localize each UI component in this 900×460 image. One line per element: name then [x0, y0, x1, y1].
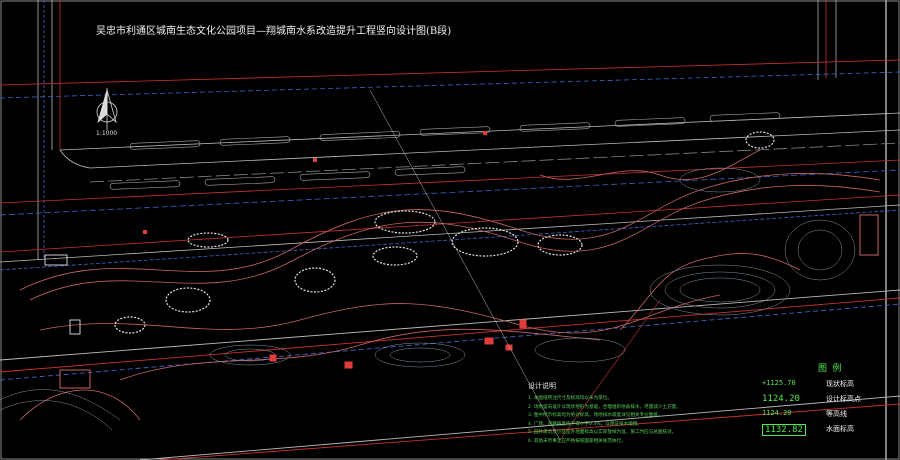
- north-arrow-icon: [96, 88, 118, 130]
- note-line: 6. 其他未尽事宜应严格按照国家相关规范执行。: [528, 438, 626, 444]
- main-road: [0, 59, 900, 271]
- road-median-strips: [109, 112, 781, 190]
- legend-row-contour: 1124.20 等高线: [756, 409, 886, 423]
- legend-row-existing: +1125.70 现状标高: [756, 379, 886, 393]
- contour-lines: [0, 167, 856, 431]
- notes-title: 设计说明: [528, 382, 556, 390]
- survey-line-red: [559, 299, 661, 441]
- design-notes: 设计说明 1. 本图纸所注尺寸及标高均以米为单位。 2. 场地竖向设计以现状地形…: [528, 381, 758, 447]
- note-line: 3. 图中所示标高均为绝对标高，场地排水坡度详见相关专业图纸。: [528, 413, 663, 419]
- legend-label: 现状标高: [826, 380, 854, 388]
- legend-row-design-point: 1124.20 设计标高点: [756, 394, 886, 408]
- legend-symbol: 1132.82: [762, 424, 806, 436]
- legend-symbol: 1124.20: [762, 394, 800, 404]
- survey-line: [369, 89, 561, 441]
- legend-symbol: +1125.70: [762, 379, 796, 387]
- note-line: 5. 园林建筑及小品室外地面标高以实际放样为准，施工时应与总图核对。: [528, 430, 677, 436]
- legend-label: 设计标高点: [826, 395, 861, 403]
- red-markers: [143, 131, 487, 234]
- scale-label: 1:1000: [96, 130, 118, 137]
- legend-title: 图 例: [818, 364, 842, 374]
- legend-label: 等高线: [826, 410, 847, 418]
- legend-symbol: 1124.20: [762, 409, 792, 417]
- legend-label: 水面标高: [826, 425, 854, 433]
- note-line: 4. 广场、道路坡度均不得小于0.3%，以保证排水顺畅。: [528, 421, 642, 427]
- park-boundary: [0, 289, 900, 460]
- drawing-title: 吴忠市利通区城南生态文化公园项目—翔城南水系改造提升工程竖向设计图(B段): [96, 26, 452, 37]
- note-line: 2. 场地竖向设计以现状地形为基础，合理组织地表排水，尽量减少土方量。: [528, 404, 681, 410]
- top-street-lines: [37, 0, 837, 260]
- legend-panel: 图 例 +1125.70 现状标高 1124.20 设计标高点 1124.20 …: [756, 361, 886, 441]
- note-line: 1. 本图纸所注尺寸及标高均以米为单位。: [528, 396, 612, 401]
- park-paths: [19, 149, 881, 421]
- site-structures: [44, 214, 879, 389]
- legend-row-water: 1132.82 水面标高: [756, 424, 886, 438]
- planting-islands: [114, 131, 775, 334]
